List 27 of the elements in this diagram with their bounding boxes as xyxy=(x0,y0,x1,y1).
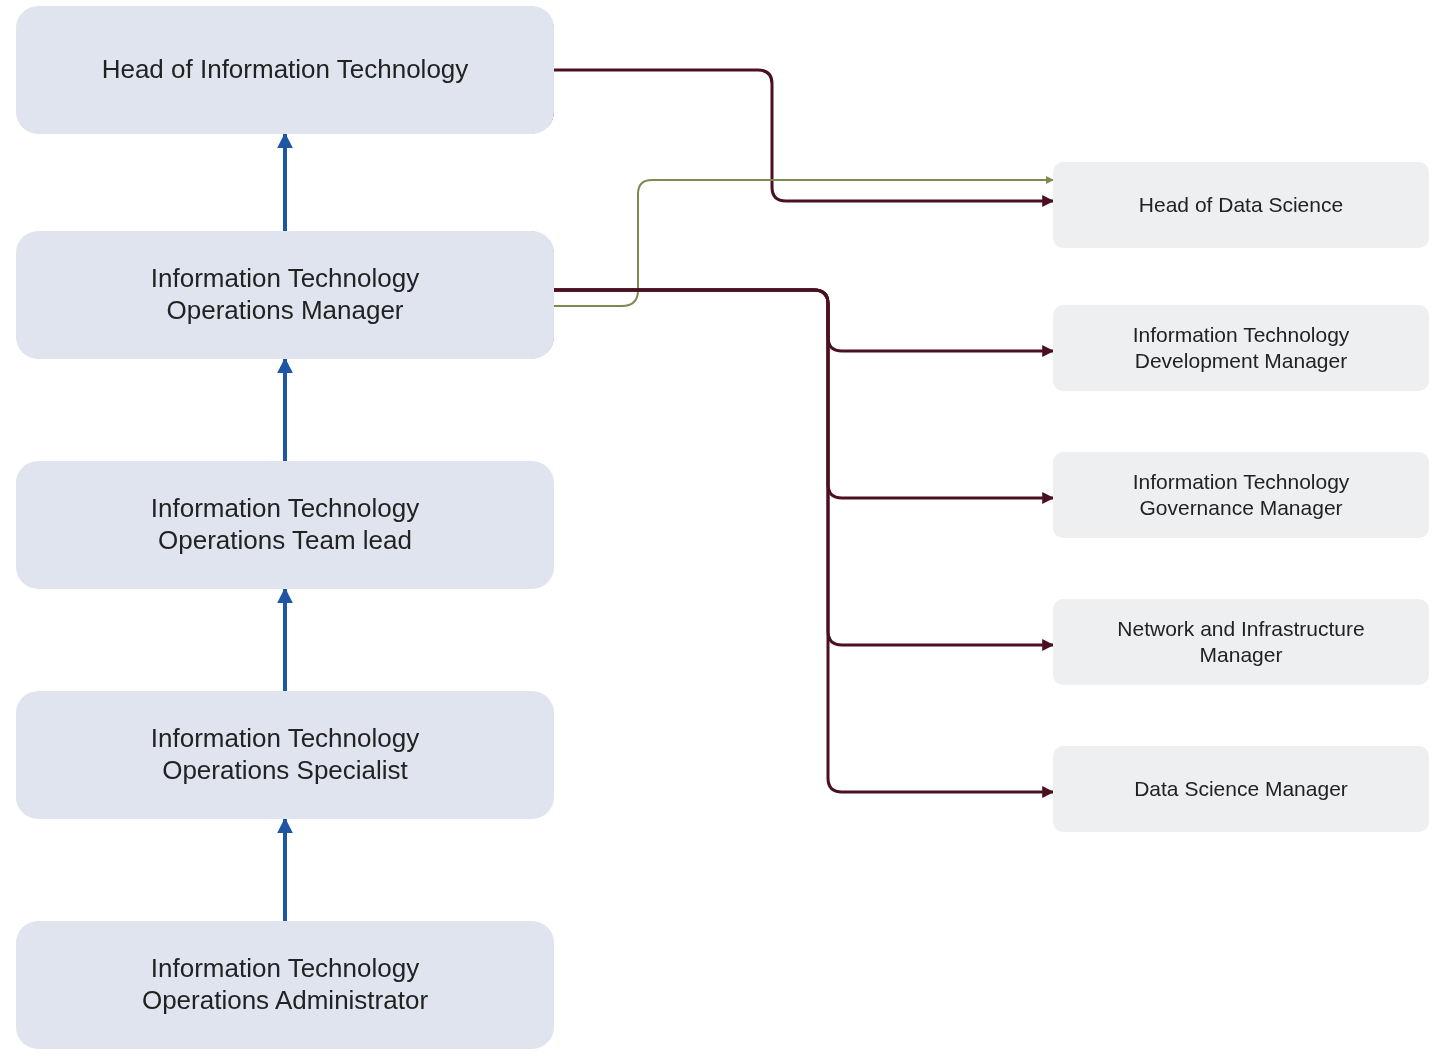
role-box xyxy=(16,461,554,589)
role-title: Information Technology Operations Administrator xyxy=(140,953,430,1017)
connector-arrow xyxy=(554,288,1055,798)
connector-arrow xyxy=(554,68,1055,207)
role-title: Data Science Manager xyxy=(1134,776,1348,802)
role-title: Network and Infrastructure Manager xyxy=(1116,616,1366,668)
role-title: Information Technology Governance Manager xyxy=(1131,469,1351,521)
role-box xyxy=(1053,599,1429,685)
role-box xyxy=(16,691,554,819)
role-title: Information Technology Operations Manager xyxy=(149,263,421,327)
role-box xyxy=(1053,162,1429,248)
role-title: Information Technology Operations Team lead xyxy=(149,493,421,557)
role-box xyxy=(1053,746,1429,832)
role-box xyxy=(1053,305,1429,391)
role-box xyxy=(16,921,554,1049)
role-box xyxy=(1053,452,1429,538)
connector-arrow xyxy=(277,587,293,691)
connector-arrow xyxy=(277,357,293,461)
role-title: Information Technology Development Manager xyxy=(1131,322,1351,374)
connector-arrow xyxy=(277,817,293,921)
connector-arrow xyxy=(553,176,1054,307)
role-title: Head of Data Science xyxy=(1138,192,1344,218)
connector-arrow xyxy=(277,132,293,231)
role-title: Information Technology Operations Specialist xyxy=(149,723,421,787)
role-box xyxy=(16,6,554,134)
role-box xyxy=(16,231,554,359)
role-title: Head of Information Technology xyxy=(101,54,469,86)
